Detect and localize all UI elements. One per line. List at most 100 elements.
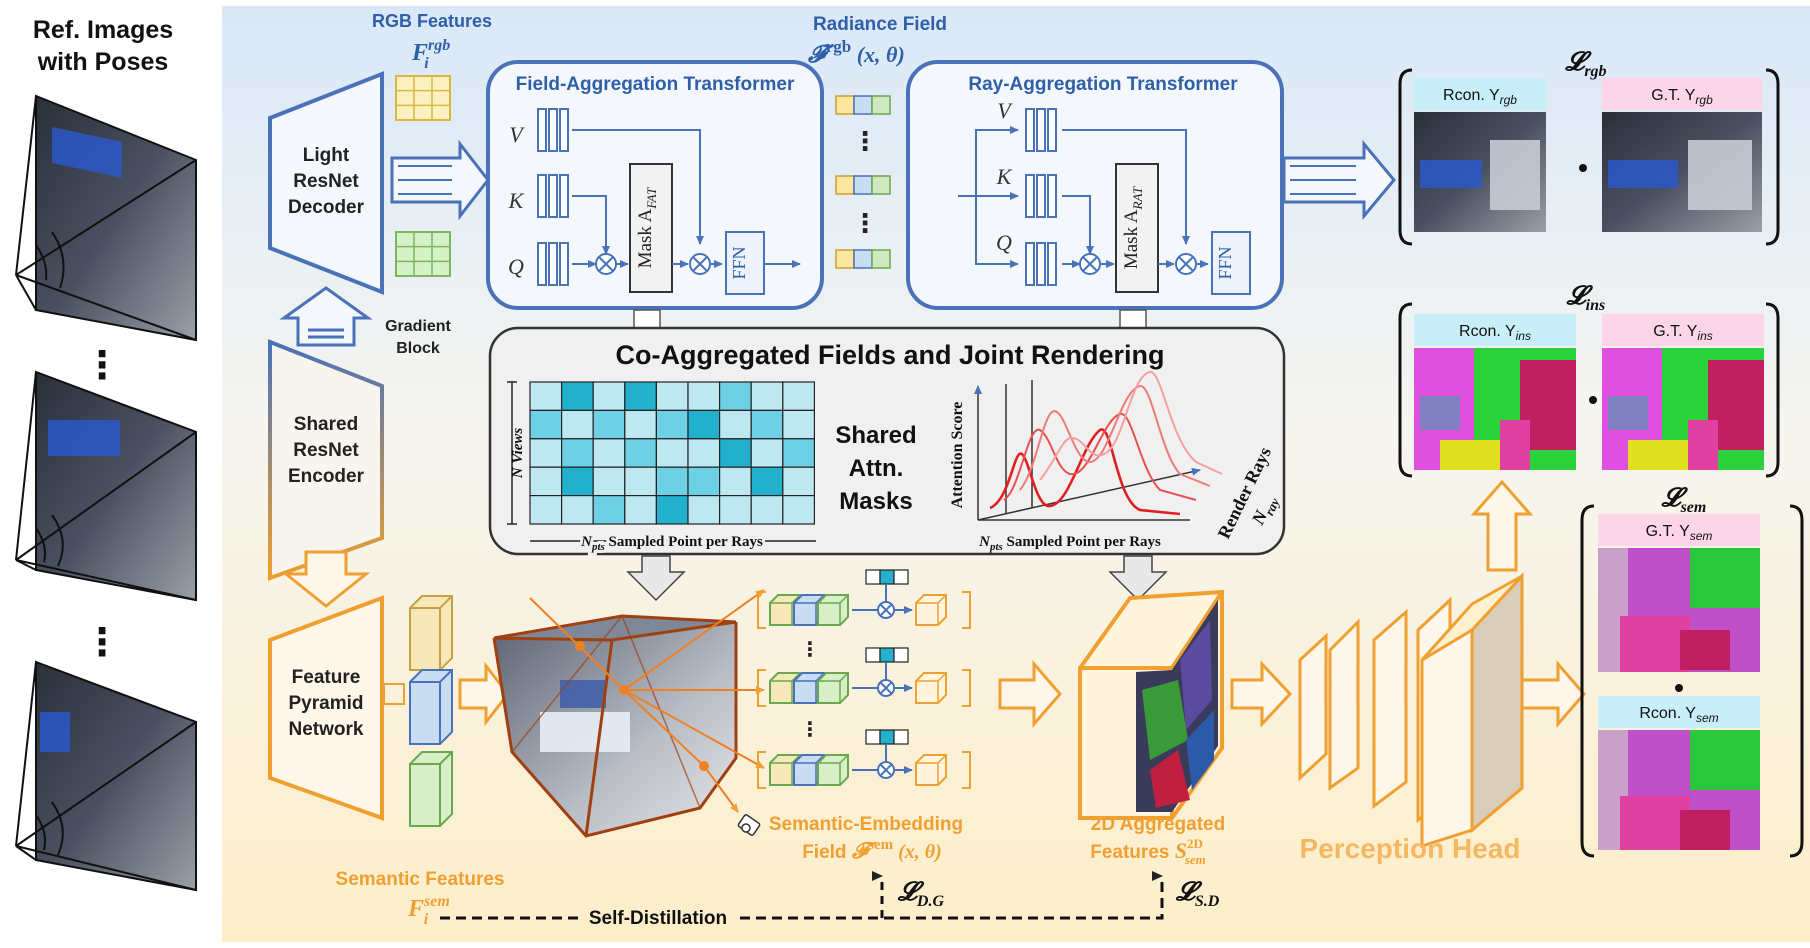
heatmap-cell [750, 466, 784, 497]
ins-recon-image [1414, 348, 1576, 470]
heatmap-cell [655, 409, 689, 440]
sem-gt-header [1598, 514, 1760, 546]
camera-icon [737, 814, 761, 836]
rat-mask-block [1115, 163, 1159, 293]
sem-feature-slab [409, 669, 453, 745]
loss-rgb-title: 𝓛rgb [1564, 47, 1606, 80]
ins-compare-dot [1589, 396, 1597, 404]
attention-curve-2 [1003, 412, 1197, 501]
rgb-grid-yellow [395, 75, 451, 121]
token-mask-cell [865, 647, 881, 663]
left-title-line1: Ref. Images [33, 16, 173, 44]
heatmap-cell [529, 381, 563, 411]
fat-mask-block [629, 163, 673, 293]
token-row-bracket [757, 669, 766, 707]
ins-recon-header [1414, 314, 1576, 346]
heatmap-npts-label: Npts Sampled Point per Rays [580, 534, 763, 553]
rat-title: Ray-Aggregation Transformer [968, 74, 1238, 95]
rgb-gt-label: G.T. Yrgb [1651, 87, 1713, 107]
radiance-field-symbol: 𝓕rgb (x, θ) [807, 37, 905, 68]
token-multiply-icon-cross [879, 681, 893, 695]
rf-token-green [871, 175, 891, 195]
heatmap-cell [529, 409, 563, 440]
rat-k-label: K [996, 164, 1013, 189]
heatmap-cell [718, 381, 752, 411]
self-distillation: Self-Distillation 𝓛D.G 𝓛S.D [440, 871, 1220, 929]
token-mask-cell [865, 569, 881, 585]
fat-token-bar [559, 108, 569, 152]
left-title-line2: with Poses [37, 48, 169, 76]
token-row-bracket [757, 591, 766, 629]
rat-ffn-block [1211, 231, 1251, 295]
ins-recon-label: Rcon. Yins [1459, 323, 1531, 343]
perception-to-ins-arrow [1470, 479, 1534, 572]
rf-token-blue [853, 249, 873, 269]
left-ellipsis-1: ⋮ [83, 345, 121, 387]
ins-gt-image [1602, 348, 1764, 470]
2d-to-perception-arrow [1230, 660, 1293, 728]
heatmap-cell [718, 466, 752, 497]
token-row-bracket [962, 591, 971, 629]
attention-curve-1 [989, 428, 1181, 516]
attention-curve-3 [1019, 385, 1211, 491]
feature-pyramid-network [268, 595, 384, 821]
camera-frustum-3 [15, 660, 197, 892]
sem-compare-dot [1675, 684, 1683, 692]
heatmap-cell [529, 466, 563, 497]
heatmap-cell [782, 381, 815, 411]
radiance-field-label: Radiance Field [813, 14, 947, 35]
decoder-label-3: Decoder [288, 197, 365, 218]
decoder-label-1: Light [303, 145, 350, 166]
heatmap-cell [687, 409, 721, 440]
token-row-bracket [962, 751, 971, 789]
fat-token-bars [537, 108, 569, 286]
heatmap-cell [782, 409, 815, 440]
shared-masks-label-2: Attn. [849, 455, 904, 482]
rat-q-label: Q [996, 230, 1012, 255]
fat-token-bar [548, 242, 558, 286]
heatmap-cell [624, 438, 657, 468]
heatmap-cell [718, 495, 752, 525]
self-distillation-label: Self-Distillation [589, 908, 727, 929]
fat-token-bar [559, 242, 569, 286]
token-row-ellipsis-1: ⋮ [800, 639, 820, 661]
shared-resnet-encoder [268, 339, 384, 581]
sem-gt-image [1598, 548, 1760, 672]
attention-mask-heatmap [529, 381, 815, 525]
heatmap-cell [592, 381, 626, 411]
sem-recon-label: Rcon. Ysem [1639, 705, 1718, 725]
fpn-label-1: Feature [292, 667, 361, 688]
heatmap-cell [750, 438, 784, 468]
rgb-feature-grid-yellow [395, 75, 451, 121]
heatmap-cell [655, 495, 689, 525]
rf-token-green [871, 249, 891, 269]
perception-to-sem-arrow [1520, 659, 1586, 729]
rat-token-bar [1047, 108, 1057, 152]
token-row-bracket [757, 751, 766, 789]
rgb-recon-header [1414, 78, 1546, 110]
heatmap-cell [750, 381, 784, 411]
heatmap-cell [592, 495, 626, 525]
camera-frustum-1 [15, 94, 197, 342]
rat-token-bar [1025, 108, 1035, 152]
semantic-field-label-2: Field 𝓕sem (x, θ) [802, 837, 942, 863]
heatmap-cell [560, 438, 594, 468]
radiance-field-tokens [835, 95, 891, 269]
heatmap-cell [560, 381, 594, 411]
rat-token-bar [1036, 108, 1046, 152]
heatmap-cell [718, 438, 752, 468]
fat-title: Field-Aggregation Transformer [516, 74, 795, 95]
field-aggregation-transformer: Field-Aggregation Transformer V K Q Mask… [486, 60, 824, 310]
heatmap-cell [782, 438, 815, 468]
shared-masks-label-1: Shared [835, 422, 916, 449]
rat-ffn-label: FFN [1215, 246, 1235, 279]
rf-token-yellow [835, 95, 855, 115]
heatmap-cell [687, 438, 721, 468]
sem-gt-label: G.T. Ysem [1646, 523, 1713, 543]
rf-token-blue [853, 175, 873, 195]
heatmap-cell [750, 495, 784, 525]
attention-curve-4 [1039, 371, 1223, 481]
